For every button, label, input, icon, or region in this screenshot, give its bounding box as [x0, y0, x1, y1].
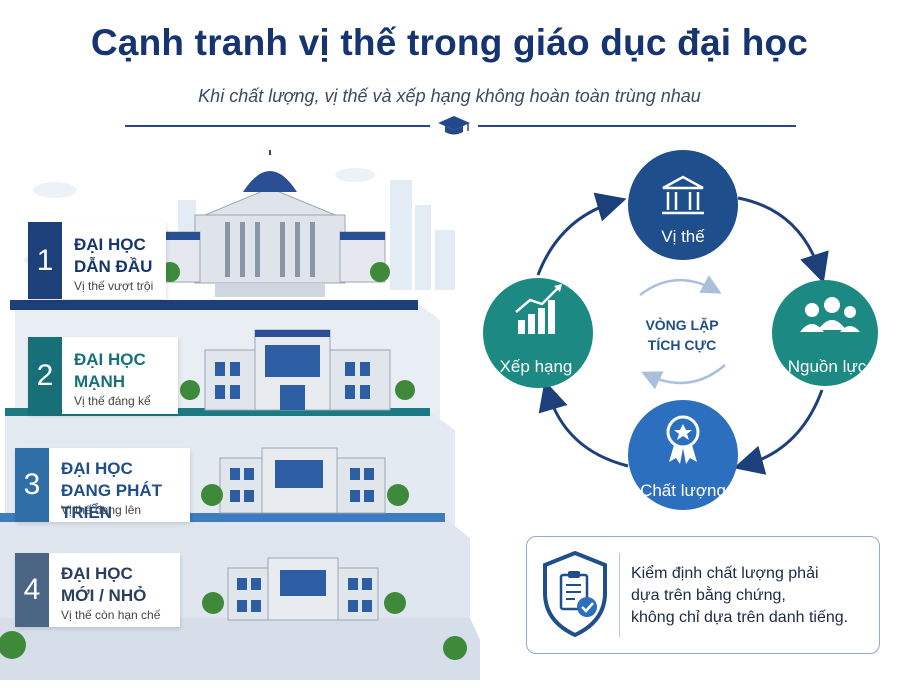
tier-1-building	[159, 150, 386, 297]
cycle-center-line2: TÍCH CỰC	[648, 337, 716, 353]
tier-1-number: 1	[28, 222, 62, 299]
note-text: Kiểm định chất lượng phải dựa trên bằng …	[631, 565, 849, 626]
node-chat-luong: Chất lượng	[628, 400, 738, 510]
tier-2-card: 2 ĐẠI HỌC MẠNH Vị thế đáng kể	[28, 337, 178, 414]
node-xep-hang-label: Xếp hạng	[500, 357, 573, 376]
page-subtitle: Khi chất lượng, vị thế và xếp hạng không…	[198, 86, 701, 106]
arrow-right-to-bottom	[733, 389, 824, 475]
cycle-center-line1: VÒNG LẶP	[645, 316, 718, 333]
tier-4-building	[227, 557, 379, 621]
tier-2-number: 2	[28, 337, 62, 414]
tier-4-number: 4	[15, 553, 49, 627]
tier-1-card: 1 ĐẠI HỌC DẪN ĐẦU Vị thế vượt trội	[28, 222, 166, 299]
institution-icon	[662, 175, 704, 215]
tier-3-title: ĐẠI HỌC ĐANG PHÁT TRIỂN	[61, 459, 163, 522]
bar-chart-icon	[515, 284, 562, 334]
shield-checklist-icon	[543, 551, 607, 637]
node-nguon-luc-label: Nguồn lực	[788, 357, 867, 376]
arrow-left-to-top	[536, 192, 627, 276]
node-vi-the-label: Vị thế	[661, 227, 705, 246]
tier-3-subtitle: Vị thế đang lên	[61, 503, 142, 517]
node-vi-the: Vị thế	[628, 150, 738, 260]
people-icon	[800, 297, 860, 332]
tier-4-subtitle: Vị thế còn hạn chế	[61, 608, 161, 622]
tier-2-subtitle: Vị thế đáng kể	[74, 394, 151, 408]
tier-2-title: ĐẠI HỌC MẠNH	[74, 350, 146, 391]
node-chat-luong-label: Chất lượng	[640, 481, 726, 500]
tier-3-card: 3 ĐẠI HỌC ĐANG PHÁT TRIỂN Vị thế đang lê…	[15, 448, 190, 522]
note-divider	[619, 553, 620, 637]
divider-right	[478, 125, 796, 127]
divider-left	[125, 125, 430, 127]
tier-3-building	[219, 447, 386, 514]
node-xep-hang: Xếp hạng	[483, 278, 593, 388]
tier-1-subtitle: Vị thế vượt trội	[74, 279, 154, 293]
tier-4-title: ĐẠI HỌC MỚI / NHỎ	[61, 564, 147, 605]
tier-1-title: ĐẠI HỌC DẪN ĐẦU	[74, 235, 153, 276]
graduation-cap-icon	[438, 116, 470, 135]
cycle-diagram: VÒNG LẶP TÍCH CỰC Vị thế Nguồn lực Chất …	[483, 150, 878, 510]
tier-2-building	[204, 329, 391, 411]
page-title: Cạnh tranh vị thế trong giáo dục đại học	[90, 22, 809, 63]
node-nguon-luc: Nguồn lực	[772, 280, 878, 386]
note-box: Kiểm định chất lượng phải dựa trên bằng …	[526, 536, 880, 654]
award-ribbon-icon	[666, 415, 700, 464]
tier-3-number: 3	[15, 448, 49, 522]
tier-4-card: 4 ĐẠI HỌC MỚI / NHỎ Vị thế còn hạn chế	[15, 553, 180, 627]
arrow-top-to-right	[737, 196, 829, 284]
arrow-bottom-to-left	[538, 380, 629, 468]
